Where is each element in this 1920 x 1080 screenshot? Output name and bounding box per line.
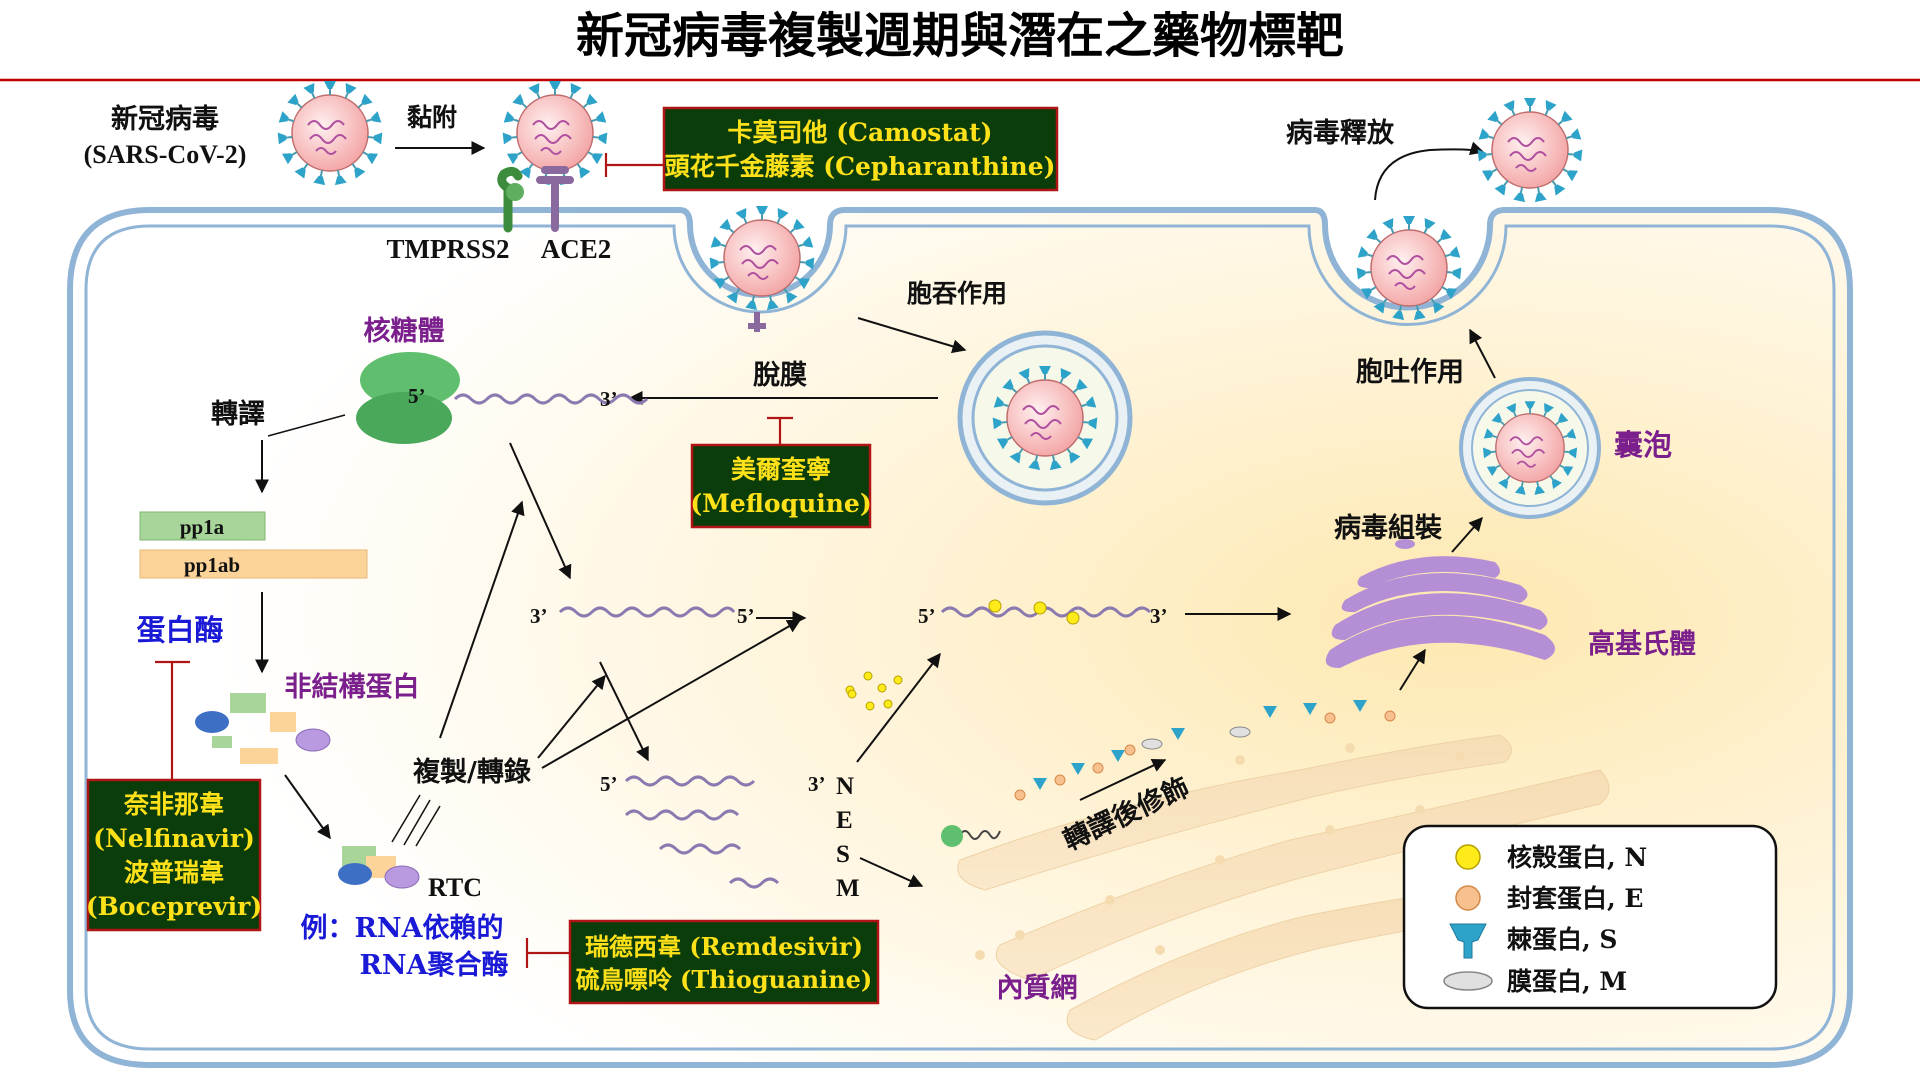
negative-to-subgenomic-arrow [599,661,649,762]
drug-camostat: 卡莫司他 (Camostat) [728,118,993,147]
legend-m-label: 膜蛋白, M [1507,967,1627,996]
legend-n-label: 核殼蛋白, N [1507,843,1647,872]
release-arrow [1374,141,1485,201]
rna-to-negative-arrow [509,442,572,580]
legend-m-icon [1443,971,1493,991]
replication-arrow-up [439,500,525,739]
legend-n-icon [1455,844,1481,870]
nsp-to-rtc-arrow [284,774,331,840]
ribosome-5prime: 5’ [408,384,426,408]
golgi-apparatus [1325,539,1555,668]
release-label: 病毒釋放 [1286,117,1395,149]
tmprss2-receptor [497,166,524,233]
vesicle-label: 囊泡 [1614,428,1672,462]
drug-mefloquine-en: (Mefloquine) [690,489,871,518]
drug-boceprevir-en: (Boceprevir) [86,892,262,921]
exocytosis-label: 胞吐作用 [1355,357,1464,388]
legend-e-label: 封套蛋白, E [1507,884,1643,913]
replication-label: 複製/轉錄 [413,756,531,788]
mefloquine-drug-box [690,443,872,529]
virus-label-en: (SARS-CoV-2) [84,140,247,169]
subgenomic-rna-e [624,809,740,821]
ribosome-label: 核糖體 [364,315,445,347]
rtc-complex [338,846,420,889]
endocytosis-label: 胞吞作用 [907,279,1007,308]
drug-nelfinavir-cn: 奈非那韋 [123,790,224,819]
er-to-golgi-arrow [1399,648,1426,691]
vesicle [1459,377,1601,519]
pp1a-box [139,511,266,541]
entry-drug-box [662,106,1059,192]
subgenomic-rna-s [658,843,742,855]
golgi-to-vesicle-arrow [1451,516,1483,553]
pp1ab-box [139,549,368,579]
nonstructural-proteins [195,693,331,764]
legend-s-icon [1449,923,1487,959]
pp1ab-label: pp1ab [184,553,240,577]
gene-n: N [836,773,854,800]
plus-strand-3prime: 3’ [1150,604,1168,628]
nucleocapsid-on-rna [988,599,1080,625]
tmprss2-label: TMPRSS2 [386,234,509,264]
endocytosis-arrow [857,317,967,354]
translation-label: 轉譯 [211,398,265,430]
negative-strand-3prime: 3’ [530,604,548,628]
gene-m: M [836,875,860,902]
ace2-label: ACE2 [541,234,612,264]
ptm-proteins [1014,700,1396,801]
drug-nelfinavir-en: (Nelfinavir) [93,824,255,853]
gene-s: S [836,841,850,868]
genomic-rna [453,393,649,405]
virus-label: 新冠病毒 [111,103,219,135]
protease-label: 蛋白酶 [136,613,223,647]
released-virus [1476,97,1584,204]
plus-strand-5prime: 5’ [918,604,936,628]
rdrp-label-line1: 例：RNA依賴的 [300,912,503,944]
gene-e: E [836,807,853,834]
negative-strand-5prime: 5’ [737,604,755,628]
legend-s-label: 棘蛋白, S [1507,925,1617,954]
uncoating-label: 脫膜 [753,360,807,391]
sars-cov-2-virus [276,80,384,187]
drug-thioguanine: 硫鳥嘌呤 (Thioguanine) [576,965,873,994]
golgi-label: 高基氏體 [1588,628,1696,660]
vesicle-to-exocytosis-arrow [1469,328,1496,379]
assembly-label: 病毒組裝 [1334,512,1443,544]
ribosome-3prime: 3’ [600,387,618,411]
ace2-receptor [536,166,574,232]
rtc-connector-2 [403,799,431,846]
subgenomic-rna-m [728,877,780,889]
legend-box [1402,824,1778,1010]
ribosome-on-er [941,825,1001,847]
replication-arrow-minus [537,674,606,759]
subgenomic-to-er-arrow [859,857,924,888]
attach-label: 黏附 [407,103,457,132]
subgenomic-to-n-arrow [856,652,941,763]
rdrp-drug-box [568,919,880,1005]
ptm-arrow [1079,759,1167,801]
rtc-connector-3 [415,805,441,847]
rtc-connector-1 [391,794,421,843]
ribosome [356,352,460,444]
rdrp-label-line2: RNA聚合酶 [359,949,508,981]
legend-e-icon [1455,885,1481,911]
negative-strand-rna [558,606,736,618]
drug-cepharanthine: 頭花千金藤素 (Cepharanthine) [665,152,1056,181]
nonstructural-label: 非結構蛋白 [285,671,420,703]
drug-mefloquine-cn: 美爾奎寧 [731,455,831,484]
subgenomic-5prime: 5’ [600,772,618,796]
endosome [957,330,1133,506]
protease-drug-box [86,778,262,932]
free-nucleocapsid [845,671,903,711]
subgenomic-rna-n [624,775,756,787]
page-title: 新冠病毒複製週期與潛在之藥物標靶 [576,8,1344,64]
translation-connector [267,414,346,437]
replication-arrow-plus [541,619,802,769]
drug-remdesivir: 瑞德西韋 (Remdesivir) [585,932,863,961]
er-label: 內質網 [997,972,1078,1004]
subgenomic-3prime: 3’ [808,772,826,796]
drug-boceprevir-cn: 波普瑞韋 [124,858,224,887]
rtc-label: RTC [428,873,482,902]
pp1a-label: pp1a [180,515,225,539]
